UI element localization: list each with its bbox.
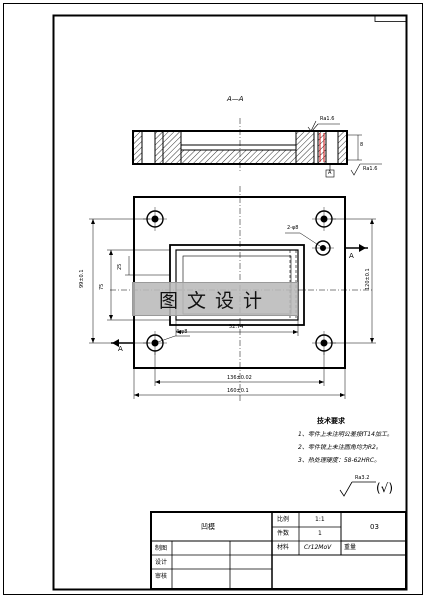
- signature-designed: 设计: [155, 559, 168, 566]
- general-roughness-value: Ra3.2: [355, 475, 370, 481]
- dimension-arrows: [91, 219, 374, 397]
- dim-left-inner: 25: [117, 263, 123, 270]
- general-roughness-symbol: [339, 481, 376, 497]
- watermark-banner: 图文设计: [132, 282, 298, 316]
- material-value: Cr12MoV: [304, 544, 332, 551]
- tech-requirements-title: 技术要求: [317, 417, 345, 425]
- corner-box: [374, 15, 407, 22]
- dim-left-mid: 75: [99, 283, 105, 290]
- title-block-frame: [150, 511, 407, 590]
- dim-left-outer: 99±0.1: [79, 269, 85, 288]
- mounting-holes: [143, 207, 336, 355]
- tech-requirement-2: 2、零件锐上未注圆角均为R2。: [298, 444, 382, 451]
- dimension-lines: [89, 218, 376, 399]
- material-label: 材料: [277, 544, 290, 551]
- roughness-side: Ra1.6: [363, 166, 378, 172]
- dim-bottom-inner: 136±0.02: [227, 375, 252, 381]
- scale-label: 比例: [277, 516, 290, 523]
- dim-bottom-outer: 160±0.1: [227, 388, 249, 394]
- weight-label: 重量: [344, 544, 357, 551]
- quantity-value: 1: [318, 530, 322, 537]
- outer-frame: [3, 3, 423, 595]
- roughness-top: Ra1.6: [320, 116, 335, 122]
- quantity-label: 件数: [277, 530, 290, 537]
- hole-callout-bottom: 4-φ8: [176, 329, 188, 335]
- dim-inner-width: 52.74: [229, 324, 244, 330]
- part-name: 凹模: [201, 523, 215, 531]
- cut-label-right: A: [349, 252, 354, 260]
- cut-label-left: A: [118, 345, 123, 353]
- section-label: A—A: [227, 95, 244, 103]
- section-view: [132, 118, 382, 178]
- general-finish-mark: (√): [376, 481, 394, 495]
- hole-callout-top: 2-φ8: [287, 225, 299, 231]
- signature-reviewed: 审核: [155, 573, 168, 580]
- scale-value: 1:1: [315, 516, 325, 523]
- tech-requirement-1: 1、零件上未注明公差按IT14加工。: [298, 431, 393, 438]
- thickness-dimension: 8: [360, 142, 364, 148]
- signature-drawn: 制图: [155, 545, 168, 552]
- datum-a-label: A: [328, 170, 332, 176]
- dim-right-height: 120±0.1: [365, 268, 371, 290]
- tech-requirement-3: 3、热处理硬度：58-62HRC。: [298, 457, 381, 464]
- drawing-number: 03: [370, 523, 379, 531]
